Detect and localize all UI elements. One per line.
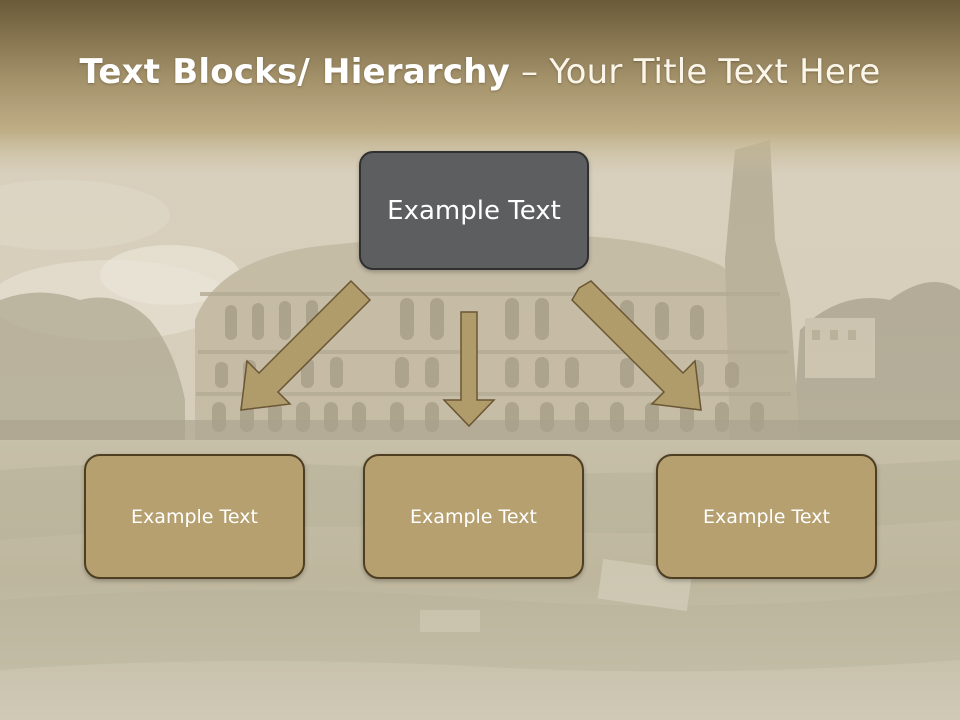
slide-title-rest: – Your Title Text Here [510, 52, 881, 92]
arrow-to-center-box [442, 311, 496, 428]
slide-title: Text Blocks/ Hierarchy – Your Title Text… [0, 52, 960, 92]
child-text-box-center[interactable]: Example Text [363, 454, 584, 579]
child-text-box-label: Example Text [410, 505, 537, 528]
child-text-box-label: Example Text [131, 505, 258, 528]
child-text-box-left[interactable]: Example Text [84, 454, 305, 579]
root-text-box-label: Example Text [387, 195, 561, 226]
arrow-to-left-box [240, 279, 372, 411]
slide-title-bold: Text Blocks/ Hierarchy [79, 52, 511, 92]
arrow-to-right-box [571, 280, 702, 411]
child-text-box-right[interactable]: Example Text [656, 454, 877, 579]
root-text-box[interactable]: Example Text [359, 151, 589, 270]
child-text-box-label: Example Text [703, 505, 830, 528]
